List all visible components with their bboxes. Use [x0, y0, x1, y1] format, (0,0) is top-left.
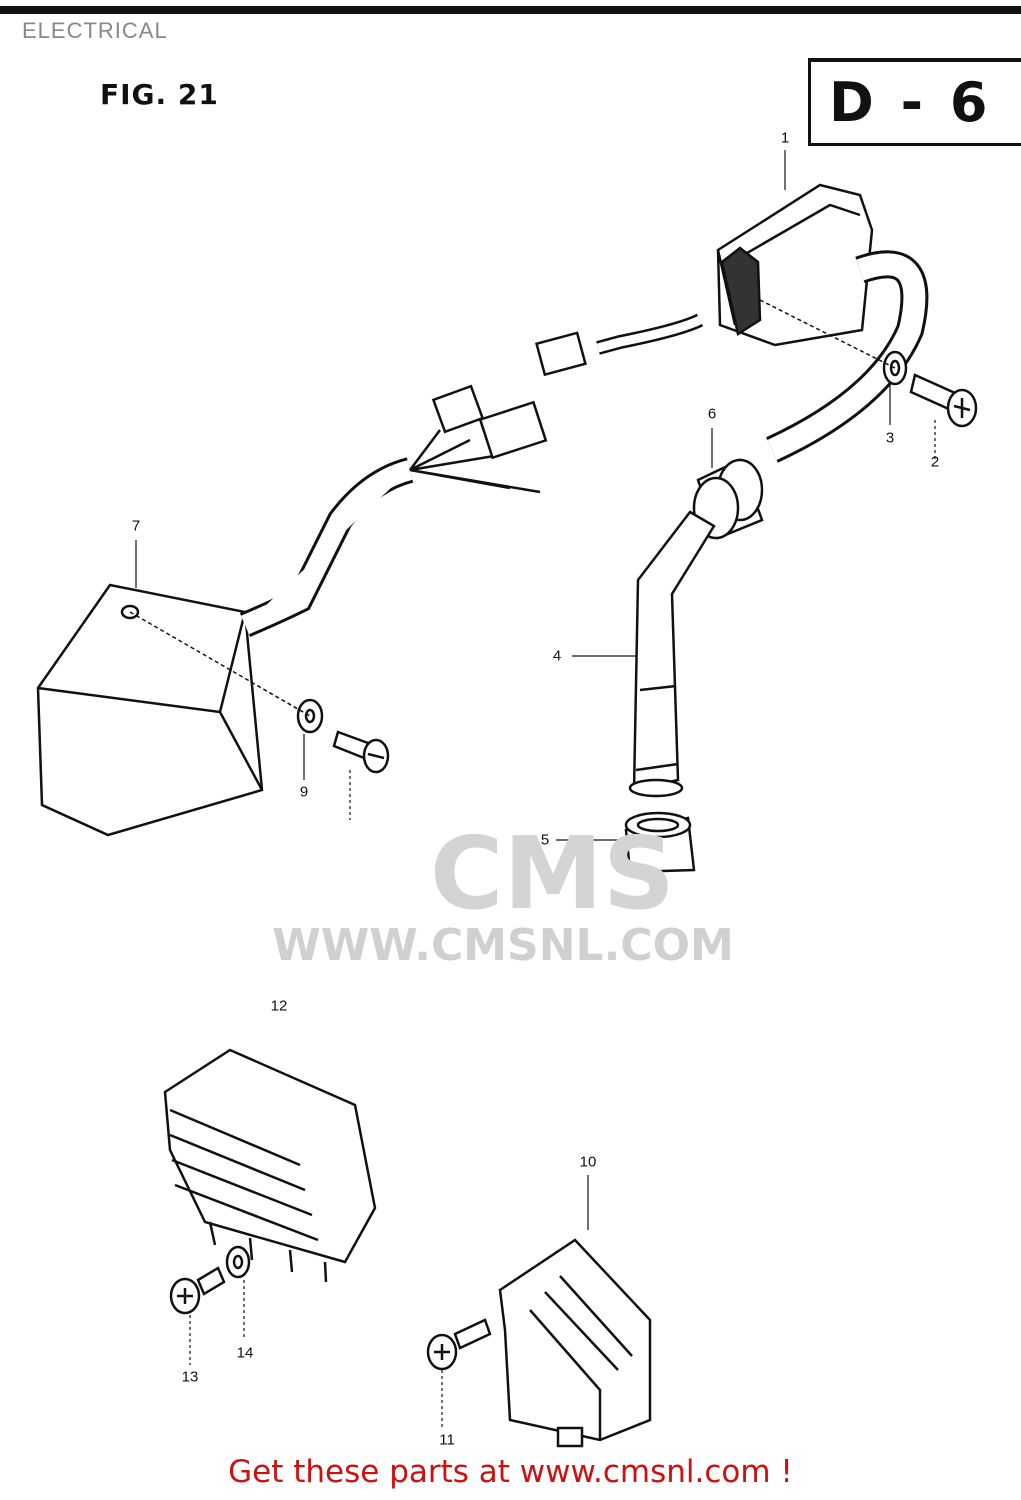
callout-11[interactable]: 11 — [439, 1431, 455, 1449]
part-10-regulator — [498, 1238, 652, 1448]
footer-parts-link[interactable]: Get these parts at www.cmsnl.com ! — [228, 1454, 793, 1490]
callout-13[interactable]: 13 — [181, 1368, 199, 1386]
callout-4[interactable]: 4 — [552, 647, 562, 665]
part-11-screw — [426, 1318, 492, 1371]
section-title: ELECTRICAL — [22, 18, 168, 43]
top-border-bar — [0, 6, 1021, 14]
part-1-ignition-coil — [535, 183, 929, 463]
callout-10[interactable]: 10 — [579, 1153, 597, 1171]
callout-14[interactable]: 14 — [236, 1344, 254, 1362]
part-7-cdi-unit — [36, 384, 548, 837]
callout-5[interactable]: 5 — [540, 831, 550, 849]
callout-3[interactable]: 3 — [885, 429, 895, 447]
callout-2[interactable]: 2 — [930, 453, 940, 471]
part-13-screw — [169, 1266, 226, 1315]
part-14-washer — [225, 1245, 251, 1279]
part-3-washer — [882, 350, 908, 386]
part-9-washer — [296, 698, 324, 734]
part-12-regulator — [163, 1048, 377, 1283]
part-5-seal — [624, 811, 696, 874]
watermark-url: WWW.CMSNL.COM — [272, 920, 734, 971]
part-6-cap — [692, 458, 764, 540]
callout-6[interactable]: 6 — [707, 405, 717, 423]
callout-12[interactable]: 12 — [270, 997, 288, 1015]
callout-9[interactable]: 9 — [299, 783, 309, 801]
callout-7[interactable]: 7 — [131, 517, 141, 535]
figure-code: D - 6 — [829, 71, 992, 134]
part-2-screw — [909, 373, 978, 428]
figure-label: FIG. 21 — [100, 78, 219, 111]
part-4-plug-cap — [628, 510, 716, 798]
callout-1[interactable]: 1 — [780, 129, 790, 147]
figure-code-box: D - 6 — [808, 58, 1021, 146]
part-8-screw — [332, 730, 390, 774]
leader-lines — [135, 150, 936, 1428]
watermark-logo: CMS — [430, 815, 675, 932]
